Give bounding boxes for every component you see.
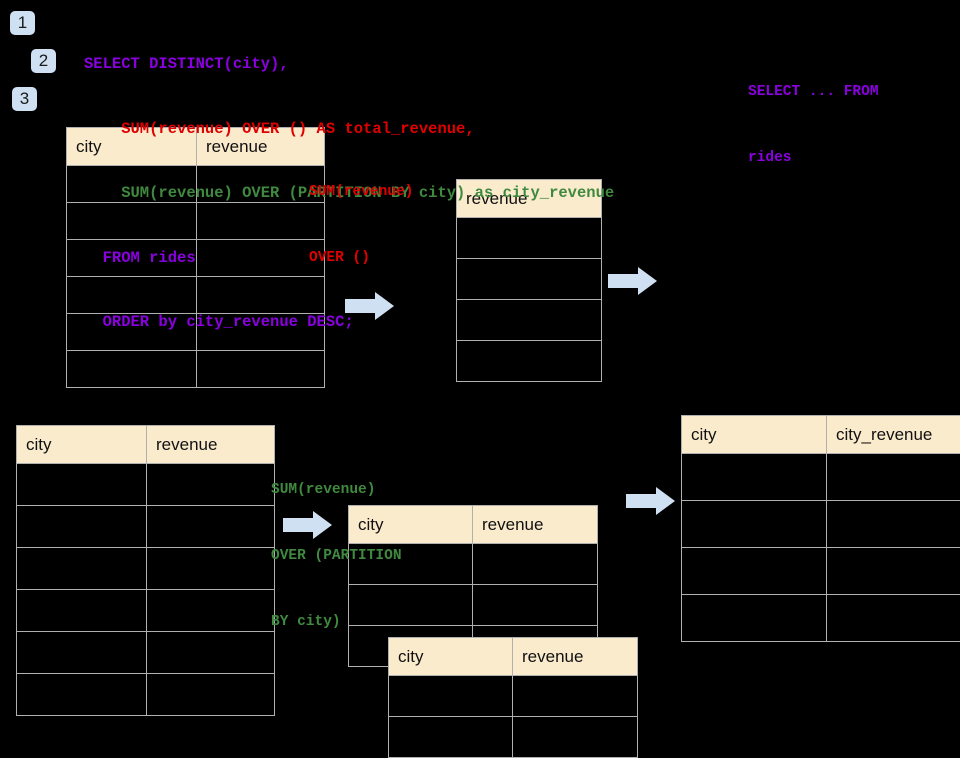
table-row <box>682 454 960 501</box>
cell <box>513 717 638 758</box>
table-header-row: city revenue <box>17 426 275 464</box>
table-row <box>682 501 960 548</box>
cell <box>147 506 275 548</box>
cell <box>473 544 598 585</box>
cell <box>473 585 598 626</box>
cell <box>389 676 513 717</box>
table-row <box>17 590 275 632</box>
column-header-city: city <box>17 426 147 464</box>
cell <box>147 674 275 716</box>
annotation-select-from-line2: rides <box>748 147 879 169</box>
cell <box>147 590 275 632</box>
table-row <box>389 717 638 758</box>
arrow-top-right <box>608 265 658 302</box>
step-badge-1: 1 <box>10 11 35 35</box>
step-badge-3: 3 <box>12 87 37 111</box>
cell <box>17 590 147 632</box>
table-row <box>17 632 275 674</box>
cell <box>17 674 147 716</box>
table-row <box>682 595 960 642</box>
annotation-sum-over-empty-line1: SUM(revenue) <box>309 181 413 203</box>
table-row <box>389 676 638 717</box>
annotation-sum-over-partition-line1: SUM(revenue) <box>271 479 402 501</box>
annotation-sum-over-empty: SUM(revenue) OVER () <box>309 137 413 313</box>
table-row <box>17 548 275 590</box>
cell <box>17 548 147 590</box>
cell <box>17 464 147 506</box>
table-row <box>682 548 960 595</box>
cell <box>827 501 960 548</box>
table-rides-bottom: city revenue <box>16 425 275 716</box>
sql-line-1: SELECT DISTINCT(city), <box>84 54 614 76</box>
table-row <box>17 464 275 506</box>
annotation-sum-over-partition: SUM(revenue) OVER (PARTITION BY city) <box>271 435 402 677</box>
column-header-revenue: revenue <box>513 638 638 676</box>
table-row <box>17 674 275 716</box>
cell <box>147 464 275 506</box>
cell <box>682 595 827 642</box>
cell <box>147 632 275 674</box>
step-badge-2: 2 <box>31 49 56 73</box>
cell <box>682 454 827 501</box>
arrow-right-icon <box>626 485 676 517</box>
cell <box>682 501 827 548</box>
column-header-revenue: revenue <box>147 426 275 464</box>
cell <box>513 676 638 717</box>
arrow-right-icon <box>608 265 658 297</box>
annotation-sum-over-empty-line2: OVER () <box>309 247 413 269</box>
cell <box>17 632 147 674</box>
table-partition-front: city revenue <box>388 637 638 758</box>
annotation-sum-over-partition-line3: BY city) <box>271 611 402 633</box>
cell <box>147 548 275 590</box>
annotation-select-from-line1: SELECT ... FROM <box>748 81 879 103</box>
slide-canvas: 1 2 3 SELECT DISTINCT(city), SUM(revenue… <box>0 0 960 720</box>
table-header-row: city city_revenue <box>682 416 960 454</box>
cell <box>827 548 960 595</box>
cell <box>389 717 513 758</box>
column-header-revenue: revenue <box>473 506 598 544</box>
cell <box>827 595 960 642</box>
table-header-row: city revenue <box>389 638 638 676</box>
column-header-city: city <box>682 416 827 454</box>
column-header-city: city <box>389 638 513 676</box>
arrow-bottom-right <box>626 485 676 522</box>
annotation-sum-over-partition-line2: OVER (PARTITION <box>271 545 402 567</box>
column-header-city-revenue: city_revenue <box>827 416 960 454</box>
table-row <box>17 506 275 548</box>
annotation-select-from: SELECT ... FROM rides <box>748 37 879 213</box>
sql-line-5: ORDER by city_revenue DESC; <box>84 312 614 334</box>
cell <box>17 506 147 548</box>
cell <box>682 548 827 595</box>
cell <box>827 454 960 501</box>
table-result: city city_revenue <box>681 415 960 642</box>
